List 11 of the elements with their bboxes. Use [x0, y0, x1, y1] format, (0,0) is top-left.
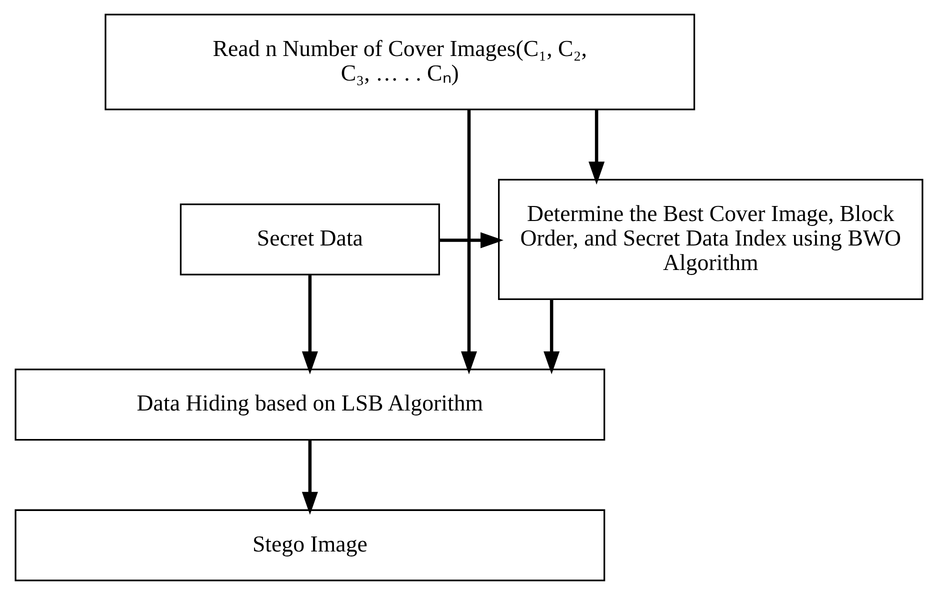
node-box: Secret Data — [179, 203, 440, 276]
arrow — [588, 110, 604, 185]
node-box: Determine the Best Cover Image, Block Order, and Secret Data Index using BWO Algorithm — [498, 178, 923, 300]
arrow — [301, 440, 318, 515]
arrow — [301, 275, 318, 374]
arrow — [460, 110, 477, 374]
node-box: Data Hiding based on LSB Algorithm — [14, 368, 605, 441]
arrow — [439, 232, 503, 248]
arrow — [543, 300, 560, 374]
node-box: Read n Number of Cover Images(C₁, C₂, C₃, … . . Cₙ) — [104, 14, 695, 110]
node-box: Stego Image — [14, 509, 605, 582]
